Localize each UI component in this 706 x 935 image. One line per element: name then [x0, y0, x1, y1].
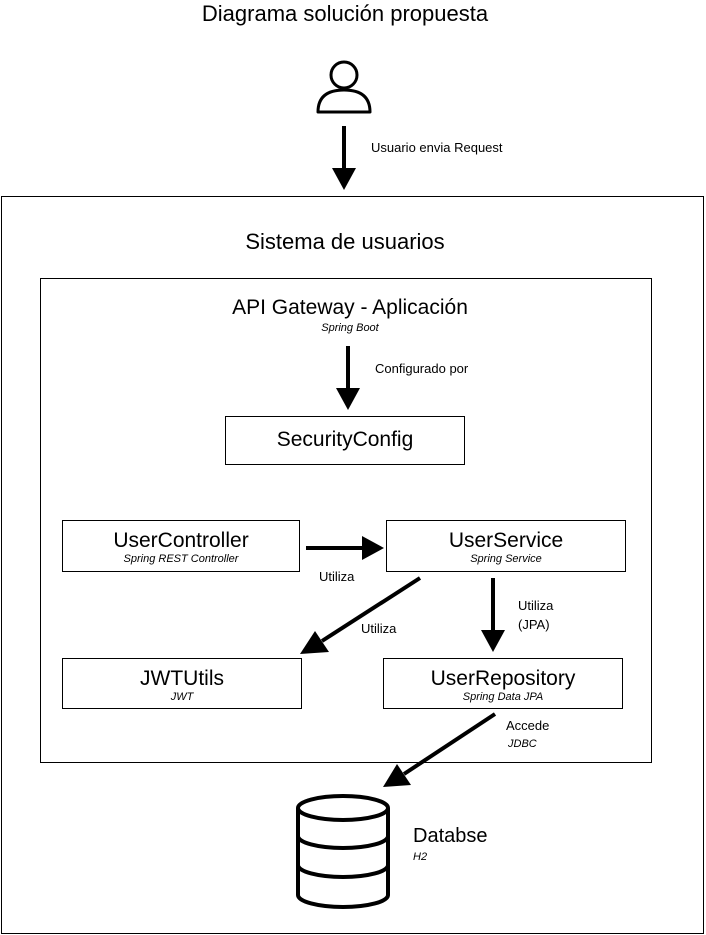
arrow-gateway-to-security [336, 346, 360, 410]
gateway-subtitle: Spring Boot [321, 322, 379, 334]
user-repository-title: UserRepository [430, 667, 576, 690]
database-subtitle: H2 [413, 851, 428, 863]
security-config-box: SecurityConfig [225, 416, 465, 465]
edge-label-controller-service: Utiliza [319, 569, 355, 584]
edge-label-repo-db-2: JDBC [508, 738, 537, 750]
database-title: Databse [413, 825, 488, 847]
user-service-box: UserService Spring Service [386, 520, 626, 572]
edge-label-repo-db-1: Accede [506, 718, 550, 733]
arrow-user-to-system [332, 126, 356, 190]
arrow-service-to-jwt [300, 576, 422, 654]
user-service-subtitle: Spring Service [470, 553, 542, 565]
security-config-title: SecurityConfig [276, 428, 414, 451]
diagram-title: Diagrama solución propuesta [201, 1, 489, 26]
user-controller-subtitle: Spring REST Controller [123, 553, 239, 565]
user-repository-box: UserRepository Spring Data JPA [383, 658, 623, 709]
edge-label-service-repo-1: Utiliza [518, 598, 554, 613]
user-service-title: UserService [448, 529, 564, 552]
jwt-utils-title: JWTUtils [140, 667, 224, 690]
system-title: Sistema de usuarios [245, 229, 445, 254]
arrow-controller-to-service [306, 536, 384, 560]
configured-label: Configurado por [375, 361, 469, 376]
database-icon [296, 794, 390, 909]
jwt-utils-subtitle: JWT [170, 691, 194, 703]
edge-label-service-repo-2: (JPA) [518, 617, 550, 632]
edge-label-service-jwt: Utiliza [361, 621, 397, 636]
user-controller-title: UserController [113, 529, 249, 552]
user-request-label: Usuario envia Request [371, 140, 503, 155]
jwt-utils-box: JWTUtils JWT [62, 658, 302, 709]
user-repository-subtitle: Spring Data JPA [462, 691, 544, 703]
arrow-service-to-repository [481, 578, 505, 652]
user-icon [316, 60, 372, 114]
arrow-repository-to-database [383, 712, 497, 787]
gateway-title: API Gateway - Aplicación [232, 296, 468, 319]
user-controller-box: UserController Spring REST Controller [62, 520, 300, 572]
